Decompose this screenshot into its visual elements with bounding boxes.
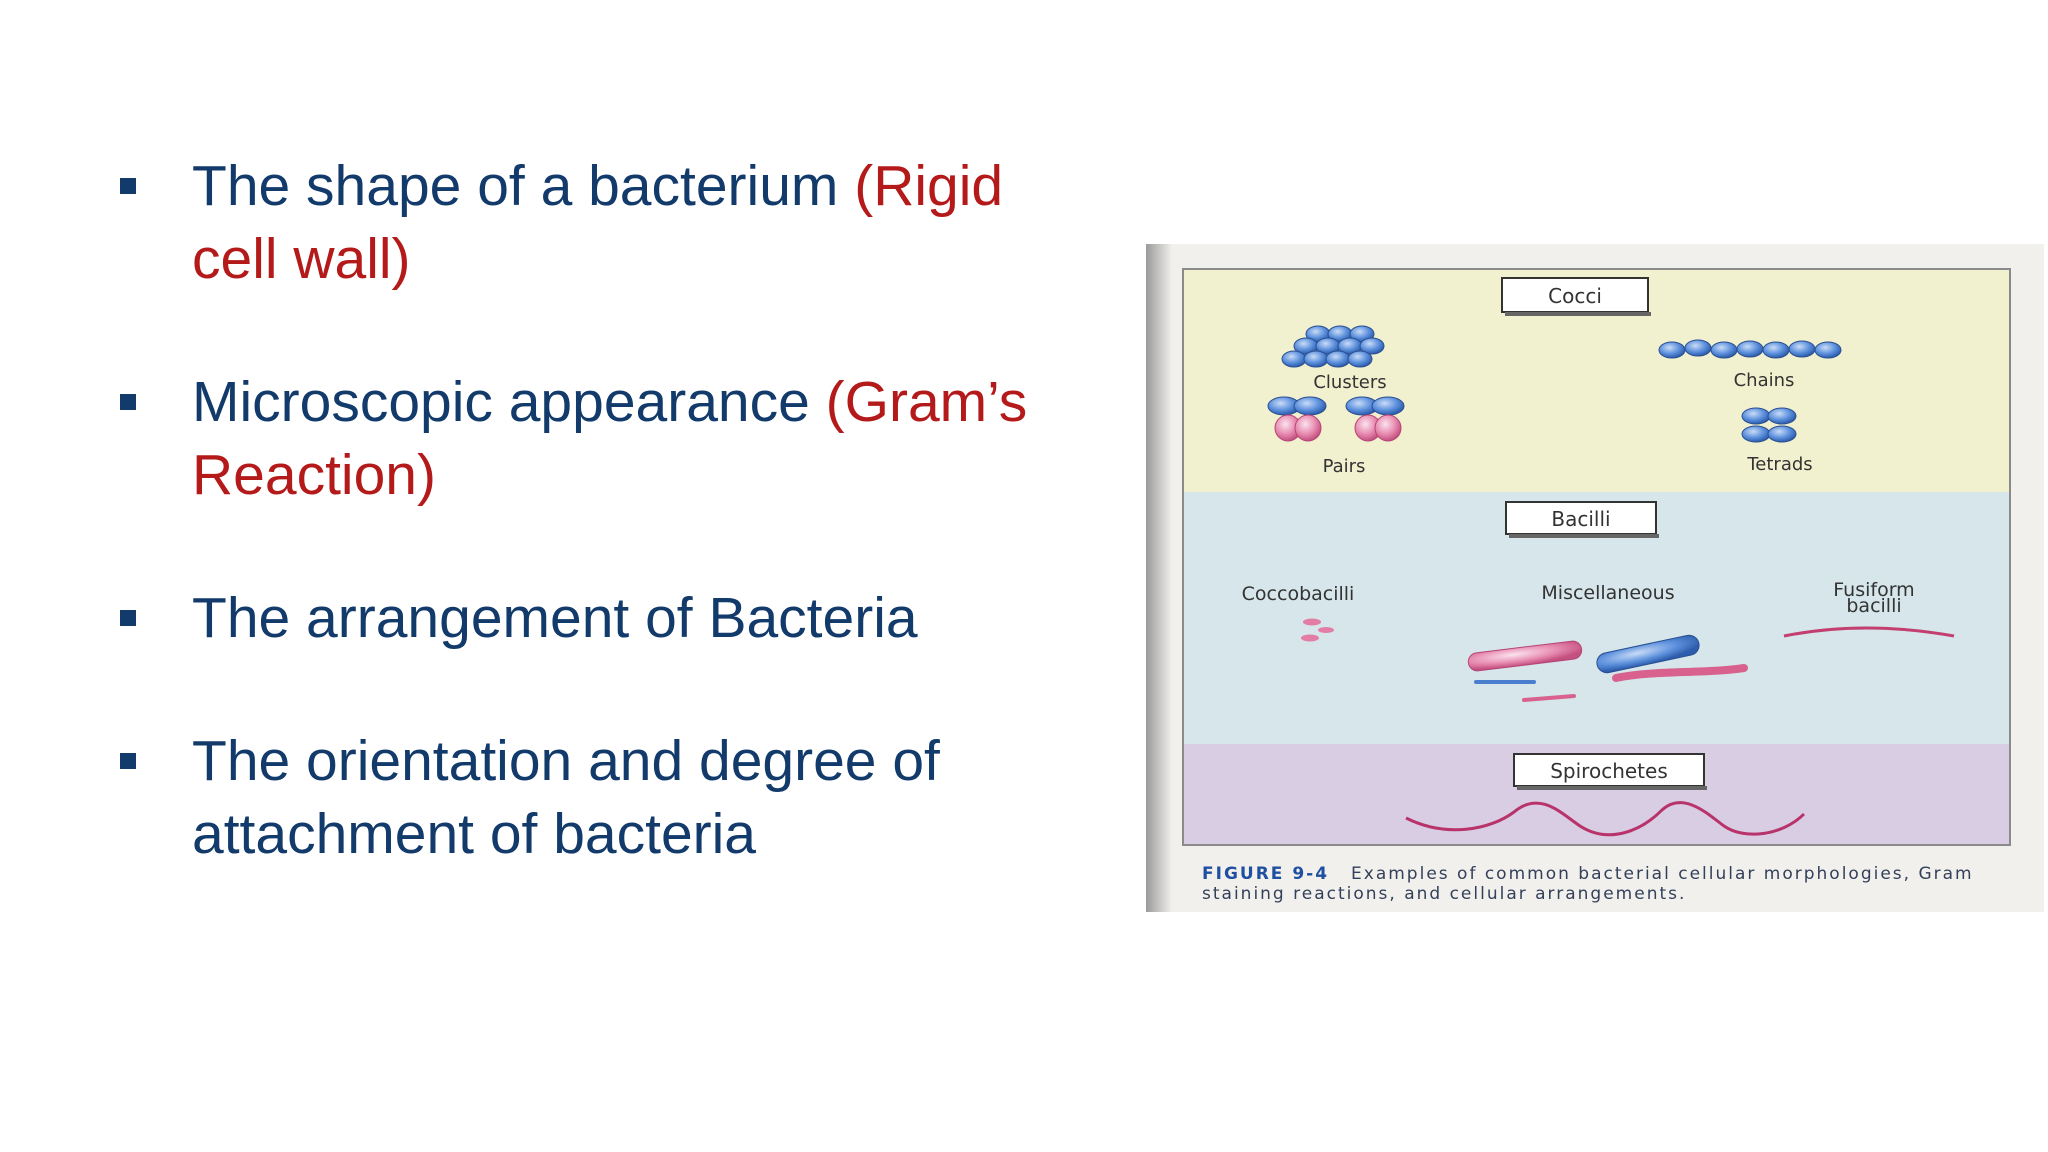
- bullet-text: Microscopic appearance: [192, 370, 826, 434]
- bullet-arrangement: The arrangement of Bacteria: [118, 582, 1098, 655]
- bullet-text: The orientation and degree of attachment…: [192, 729, 940, 866]
- bullet-marker: [120, 178, 136, 194]
- fusiform-bacillus-drawing: [1783, 626, 1955, 638]
- bullet-appearance: Microscopic appearance (Gram’s Reaction): [118, 366, 1098, 512]
- cocci-cluster-drawing: [1281, 325, 1385, 368]
- bullet-orientation: The orientation and degree of attachment…: [118, 725, 1098, 871]
- spirochetes-label-box: Spirochetes: [1513, 753, 1707, 790]
- bullet-shape: The shape of a bacterium (Rigid cell wal…: [118, 150, 1098, 296]
- cocci-label-box: Cocci: [1501, 277, 1651, 316]
- fusiform-label-line2: bacilli: [1846, 595, 1901, 617]
- bullet-text: The shape of a bacterium: [192, 154, 855, 218]
- cocci-label: Cocci: [1548, 284, 1602, 308]
- bacilli-label: Bacilli: [1551, 507, 1610, 531]
- morphology-figure: Cocci Bacilli Spirochetes: [1146, 244, 2044, 912]
- figure-frame: Cocci Bacilli Spirochetes: [1182, 268, 2011, 846]
- cocci-tetrads-drawing: [1741, 407, 1797, 443]
- caption-text: Examples of common bacterial cellular mo…: [1202, 864, 1974, 904]
- coccobacilli-drawing: [1301, 618, 1334, 642]
- chains-label: Chains: [1734, 370, 1795, 391]
- cocci-pairs-drawing: [1267, 396, 1405, 442]
- clusters-label: Clusters: [1313, 372, 1386, 393]
- bacilli-label-box: Bacilli: [1505, 501, 1659, 538]
- coccobacilli-label: Coccobacilli: [1242, 583, 1355, 605]
- spirochetes-label: Spirochetes: [1550, 759, 1668, 783]
- spirochete-drawing: [1405, 801, 1806, 837]
- miscellaneous-label: Miscellaneous: [1541, 582, 1674, 604]
- figure-number: FIGURE 9-4: [1202, 864, 1330, 884]
- bullet-accent: (Rigid cell wall): [192, 154, 1004, 291]
- figure-illustration: Cocci Bacilli Spirochetes: [1242, 277, 1955, 837]
- page-shadow: [1146, 244, 1172, 912]
- tetrads-label: Tetrads: [1746, 454, 1812, 475]
- miscellaneous-rods-drawing: [1467, 634, 1748, 702]
- bullet-marker: [120, 394, 136, 410]
- bullet-accent: (Gram’s Reaction): [192, 370, 1028, 507]
- fusiform-label-line1: Fusiform: [1833, 579, 1914, 601]
- bullet-marker: [120, 753, 136, 769]
- pairs-label: Pairs: [1323, 456, 1366, 477]
- bullet-text: The arrangement of Bacteria: [192, 586, 918, 650]
- bullet-list: The shape of a bacterium (Rigid cell wal…: [118, 150, 1098, 941]
- bullet-marker: [120, 610, 136, 626]
- cocci-chain-drawing: [1658, 339, 1842, 359]
